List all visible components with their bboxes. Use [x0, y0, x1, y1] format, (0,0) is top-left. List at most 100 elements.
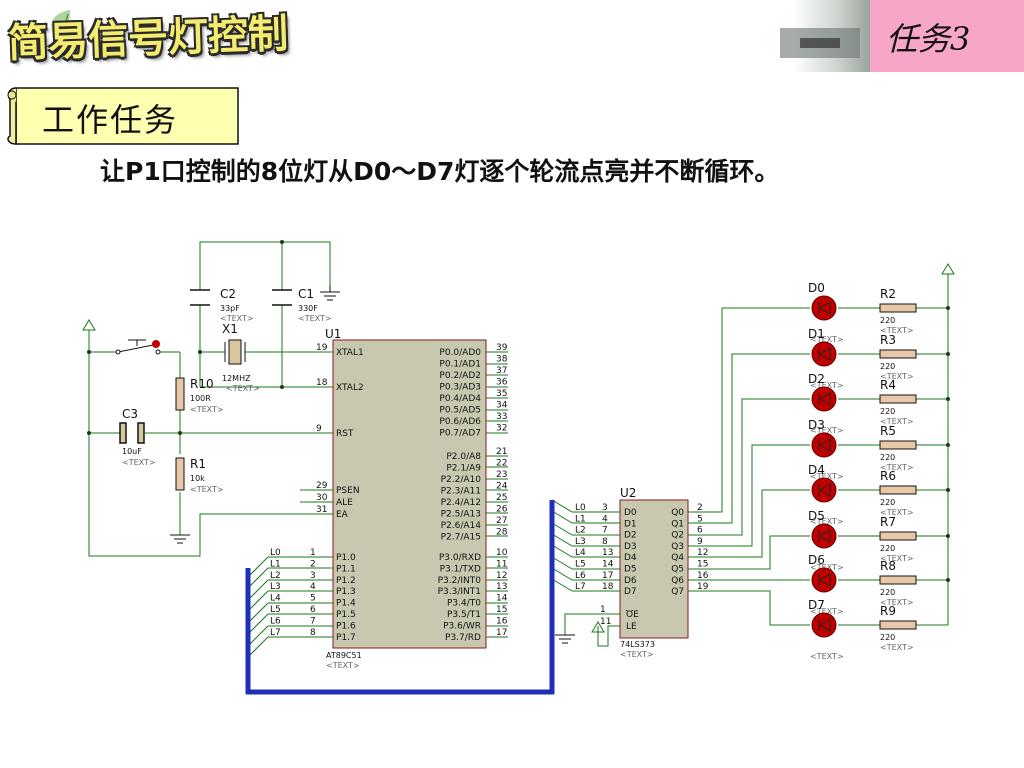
latch-pin-number: 2: [697, 503, 703, 513]
left-resistor-symbols: [175, 377, 185, 491]
led-resistor-ref: R5: [880, 424, 896, 438]
latch-pin-number: 16: [697, 571, 709, 581]
mcu-pin-name: P2.3/A11: [441, 487, 481, 497]
latch-pin-name: Q6: [671, 576, 684, 586]
c3-value: 10uF: [122, 447, 142, 456]
led-resistor-value: 220: [880, 407, 895, 416]
latch-pin-number: 9: [697, 537, 703, 547]
latch-pin-name: D0: [624, 508, 637, 518]
mcu-pin-number: 10: [496, 548, 508, 558]
bus-net-label: L2: [270, 571, 281, 581]
led-resistor-array: R2220<TEXT>R3220<TEXT>R4220<TEXT>R5220<T…: [879, 287, 917, 652]
r1-text: <TEXT>: [190, 485, 224, 494]
bus-net-label: L7: [575, 582, 586, 592]
led-body: [811, 567, 837, 593]
mcu-pin-name: P3.2/INT0: [438, 576, 482, 586]
bus-net-label: L5: [270, 605, 281, 615]
mcu-pin-name: P1.4: [336, 599, 356, 609]
led-resistor-r3: [879, 349, 917, 359]
section-label: 工作任务: [42, 101, 179, 139]
mcu-left-stubs: [300, 489, 333, 515]
mcu-pin-name: P3.3/INT1: [438, 587, 481, 597]
latch-pin-number: 8: [602, 537, 608, 547]
led-body: [811, 612, 837, 638]
latch-pin-name: Q5: [671, 565, 684, 575]
led-resistor-r6: [879, 485, 917, 495]
q-to-led-wires: [688, 307, 810, 626]
x1-text: <TEXT>: [226, 384, 260, 393]
led-resistor-r7: [879, 531, 917, 541]
mcu-pin-name: XTAL1: [336, 348, 364, 358]
mcu-pin-number: 19: [316, 343, 328, 353]
mcu-pin-name: P0.7/AD7: [439, 429, 481, 439]
task-badge-label: 任务3: [886, 20, 971, 58]
bus-net-label: L0: [270, 548, 281, 558]
mcu-pin-name: P2.7/A15: [441, 533, 481, 543]
mcu-pin-number: 28: [496, 528, 508, 538]
led-text: <TEXT>: [810, 381, 844, 390]
mcu-pin-number: 21: [496, 447, 507, 457]
mcu-pin-name: P2.6/A14: [441, 521, 482, 531]
led-resistor-text: <TEXT>: [880, 643, 914, 652]
led-resistor-value: 220: [880, 633, 895, 642]
mcu-pin-number: 22: [496, 459, 507, 469]
mcu-pin-number: 33: [496, 412, 507, 422]
mcu-pin-name: P0.5/AD5: [439, 406, 481, 416]
reset-button-symbol: [115, 339, 161, 355]
u2-ref: U2: [620, 486, 636, 500]
mcu-pin-number: 34: [496, 401, 508, 411]
mcu-pin-number: 13: [496, 582, 507, 592]
led-resistor-value: 220: [880, 453, 895, 462]
ground-symbols: [170, 285, 575, 644]
u2-part: 74LS373: [620, 640, 655, 649]
c1-ref: C1: [298, 287, 314, 301]
mcu-pin-name: P0.3/AD3: [439, 383, 481, 393]
latch-pin-name: D5: [624, 565, 637, 575]
led-array: D0<TEXT>D1<TEXT>D2<TEXT>D3<TEXT>D4<TEXT>…: [808, 281, 844, 661]
led-resistor-ref: R8: [880, 559, 896, 573]
mcu-pin-name: P2.4/A12: [441, 498, 481, 508]
mcu-right-stubs: [486, 351, 508, 638]
c1-text: <TEXT>: [298, 314, 332, 323]
mcu-pin-name: P0.4/AD4: [439, 394, 481, 404]
r1-value: 10k: [190, 474, 205, 483]
p1-bus-stubs: [247, 556, 333, 658]
mcu-pin-number: 27: [496, 516, 507, 526]
mcu-pin-name: XTAL2: [336, 383, 364, 393]
latch-pin-number: 5: [697, 514, 703, 524]
mcu-pin-number: 6: [310, 605, 316, 615]
led-diode-symbol: [819, 347, 831, 361]
led-ref: D4: [808, 463, 825, 477]
bus-net-label: L5: [575, 560, 586, 570]
section-scroll: [7, 87, 239, 145]
led-diode-symbol: [819, 618, 831, 632]
latch-pin-number: 1: [600, 605, 606, 615]
mcu-pin-name: P3.5/T1: [447, 610, 481, 620]
u2-text: <TEXT>: [620, 650, 654, 659]
led-resistor-ref: R6: [880, 469, 896, 483]
crystal-symbol: [224, 339, 246, 365]
led-ref: D0: [808, 281, 825, 295]
mcu-pin-number: 23: [496, 470, 507, 480]
led-resistor-r8: [879, 575, 917, 585]
latch-pin-number: 18: [602, 582, 614, 592]
led-resistor-r4: [879, 394, 917, 404]
led-body: [811, 432, 837, 458]
power-symbols: [82, 263, 955, 633]
c2-text: <TEXT>: [220, 314, 254, 323]
led-resistor-ref: R4: [880, 378, 896, 392]
mcu-pin-number: 1: [310, 548, 316, 558]
led-d7: [811, 612, 837, 638]
led-body: [811, 295, 837, 321]
bus-net-label: L4: [575, 548, 586, 558]
latch-pin-number: 14: [602, 560, 614, 570]
mcu-pin-name: P3.7/RD: [445, 633, 481, 643]
leaf-decoration: [51, 10, 70, 43]
led-resistor-value: 220: [880, 544, 895, 553]
data-bus: [245, 500, 555, 695]
mcu-pin-name: P3.6/WR: [443, 621, 481, 631]
mcu-pin-name: P1.1: [336, 564, 356, 574]
r10-text: <TEXT>: [190, 405, 224, 414]
mcu-pin-name: EA: [336, 510, 349, 520]
latch-pin-name: D1: [624, 519, 637, 529]
